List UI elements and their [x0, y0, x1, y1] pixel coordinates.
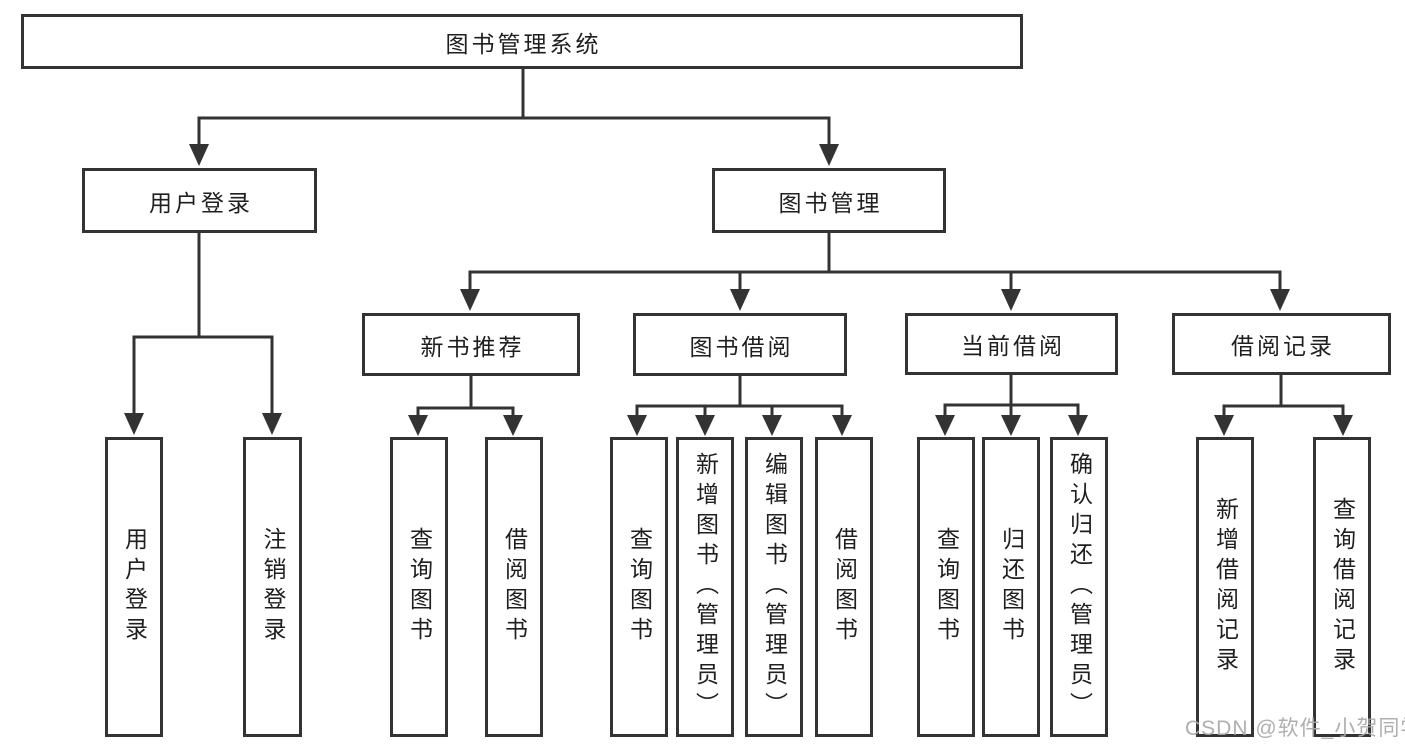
node-label: 图书管理 — [778, 189, 883, 216]
leaf-label: 借阅图书 — [831, 527, 858, 647]
node-label: 图书管理系统 — [445, 30, 602, 57]
edge-new-book-recommend-to-leaves — [408, 374, 523, 436]
leaf-current-query-books: 查询图书 — [917, 437, 975, 737]
edge-user-login-to-leaves — [124, 231, 282, 435]
leaf-current-return-books: 归还图书 — [982, 437, 1040, 737]
leaf-label: 注销登录 — [260, 527, 286, 647]
leaf-label: 归还图书 — [998, 527, 1025, 647]
leaf-recommend-query-books: 查询图书 — [390, 437, 448, 737]
leaf-label: 编辑图书（管理员） — [761, 452, 788, 722]
edge-book-borrowing-to-leaves — [627, 374, 852, 436]
leaf-label: 确认归还（管理员） — [1066, 452, 1093, 722]
node-user-login: 用户登录 — [82, 168, 317, 233]
leaf-label: 查询图书 — [933, 527, 960, 647]
node-book-borrowing: 图书借阅 — [633, 313, 847, 376]
leaf-borrowing-query-books: 查询图书 — [610, 437, 668, 737]
edge-book-management-to-level3 — [460, 231, 1290, 311]
leaf-borrowing-add-books-admin: 新增图书（管理员） — [676, 437, 734, 737]
leaf-label: 新增借阅记录 — [1212, 497, 1239, 677]
node-root-library-management-system: 图书管理系统 — [21, 14, 1023, 69]
node-book-management: 图书管理 — [712, 168, 946, 233]
edge-current-borrowing-to-leaves — [935, 373, 1088, 436]
node-label: 借阅记录 — [1231, 333, 1335, 359]
leaf-records-query-record: 查询借阅记录 — [1313, 437, 1371, 737]
leaf-current-confirm-return-admin: 确认归还（管理员） — [1050, 437, 1108, 737]
node-current-borrowing: 当前借阅 — [905, 313, 1118, 375]
node-new-book-recommend: 新书推荐 — [362, 313, 580, 376]
leaf-logout: 注销登录 — [243, 437, 302, 737]
leaf-recommend-borrow-books: 借阅图书 — [485, 437, 543, 737]
leaf-borrowing-borrow-books: 借阅图书 — [815, 437, 873, 737]
edge-borrow-records-to-leaves — [1214, 373, 1353, 436]
node-label: 当前借阅 — [961, 333, 1065, 359]
edge-root-to-level2 — [189, 68, 839, 166]
leaf-label: 查询图书 — [406, 527, 433, 647]
node-borrow-records: 借阅记录 — [1172, 313, 1391, 375]
leaf-label: 借阅图书 — [501, 527, 528, 647]
leaf-records-add-record: 新增借阅记录 — [1196, 437, 1254, 737]
leaf-label: 用户登录 — [121, 527, 148, 647]
node-label: 图书借阅 — [689, 333, 794, 360]
node-label: 用户登录 — [149, 189, 253, 216]
leaf-user-login: 用户登录 — [105, 437, 163, 737]
leaf-label: 新增图书（管理员） — [692, 452, 719, 722]
leaf-label: 查询借阅记录 — [1329, 497, 1356, 677]
node-label: 新书推荐 — [420, 333, 525, 360]
leaf-label: 查询图书 — [626, 527, 653, 647]
leaf-borrowing-edit-books-admin: 编辑图书（管理员） — [745, 437, 803, 737]
